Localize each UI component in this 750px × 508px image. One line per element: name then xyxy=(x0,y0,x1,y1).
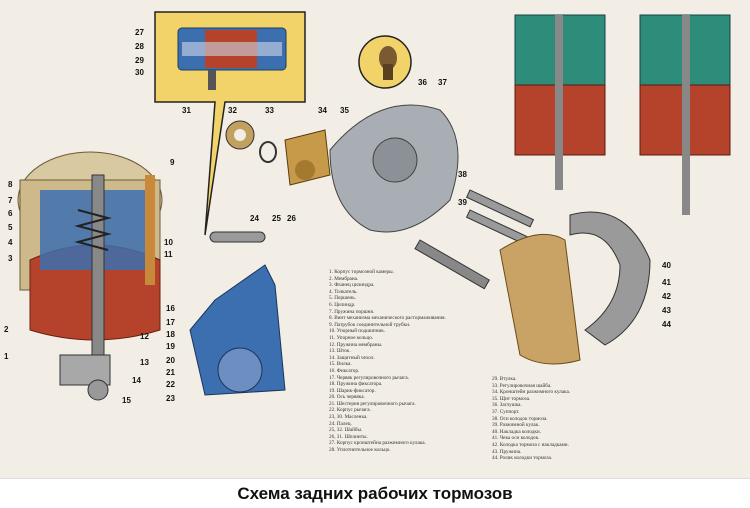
callout-31: 31 xyxy=(182,106,191,115)
legend-item: 43. Пружина. xyxy=(492,448,522,455)
legend-item: 39. Разжимной кулак. xyxy=(492,422,540,429)
legend-item: 40. Накладка колодки. xyxy=(492,428,541,435)
brake-chamber-cutaway xyxy=(17,151,163,401)
legend-item: 17. Червяк регулировочного рычага. xyxy=(329,374,410,381)
callout-8: 8 xyxy=(8,180,13,189)
legend-item: 13. Шток. xyxy=(329,348,351,355)
callout-14: 14 xyxy=(132,376,141,385)
callout-3: 3 xyxy=(8,254,13,263)
legend-item: 35. Щит тормоза. xyxy=(492,395,531,402)
legend-item: 37. Суппорт. xyxy=(492,408,520,415)
legend-item: 11. Упорное кольцо. xyxy=(329,334,374,341)
legend-item: 38. Оси колодок тормоза. xyxy=(492,415,548,422)
legend-item: 2. Мембрана. xyxy=(329,275,359,282)
callout-19: 19 xyxy=(166,342,175,351)
legend-item: 18. Пружина фиксатора. xyxy=(329,381,383,388)
callout-10: 10 xyxy=(164,238,173,247)
shoe-axles xyxy=(414,189,535,290)
legend-item: 28. Уплотнительное кольцо. xyxy=(329,447,391,454)
callout-40: 40 xyxy=(662,261,671,270)
callout-21: 21 xyxy=(166,368,175,377)
callout-9: 9 xyxy=(170,158,175,167)
legend-item: 36. Заглушка. xyxy=(492,402,522,409)
callout-7: 7 xyxy=(8,196,13,205)
callout-23: 23 xyxy=(166,394,175,403)
caption-bar: Схема задних рабочих тормозов xyxy=(0,478,750,508)
legend-item: 10. Упорный подшипник. xyxy=(329,328,386,335)
legend-item: 25, 32. Шайбы. xyxy=(329,427,363,434)
legend-item: 41. Чека оси колодок. xyxy=(492,435,540,442)
spring-chambers xyxy=(514,14,731,215)
legend-item: 19. Шарик-фиксатор. xyxy=(329,387,376,394)
legend-item: 34. Кронштейн разжимного кулака. xyxy=(492,389,571,396)
legend-item: 15. Вилка. xyxy=(329,361,352,368)
brake-diagram xyxy=(17,11,731,401)
callout-17: 17 xyxy=(166,318,175,327)
legend-item: 42. Колодка тормоза с накладками. xyxy=(492,441,569,448)
callout-16: 16 xyxy=(166,304,175,313)
plug-detail xyxy=(358,35,412,89)
callout-36: 36 xyxy=(418,78,427,87)
callout-26: 26 xyxy=(287,214,296,223)
callout-20: 20 xyxy=(166,356,175,365)
callout-2: 2 xyxy=(4,325,9,334)
legend-item: 24. Палец. xyxy=(329,420,352,427)
slack-adjuster xyxy=(189,231,286,396)
caption: Схема задних рабочих тормозов xyxy=(237,483,513,503)
callout-11: 11 xyxy=(164,250,173,259)
callout-42: 42 xyxy=(662,292,671,301)
bracket-parts xyxy=(225,120,331,186)
callout-12: 12 xyxy=(140,332,149,341)
callout-18: 18 xyxy=(166,330,175,339)
callout-22: 22 xyxy=(166,380,175,389)
legend-item: 1. Корпус тормозной камеры. xyxy=(329,269,394,275)
legend-item: 20. Ось червяка. xyxy=(329,394,365,401)
callout-28: 28 xyxy=(135,42,144,51)
legend-item: 16. Фиксатор. xyxy=(329,367,360,374)
callout-15: 15 xyxy=(122,396,131,405)
callout-33: 33 xyxy=(265,106,274,115)
brake-shoe xyxy=(499,211,651,365)
legend-item: 29. Втулка. xyxy=(492,376,517,382)
callout-44: 44 xyxy=(662,320,671,329)
callout-1: 1 xyxy=(4,352,9,361)
callout-27: 27 xyxy=(135,28,144,37)
legend-left: 1. Корпус тормозной камеры.2. Мембрана.3… xyxy=(329,269,489,454)
legend-item: 21. Шестерня регулировочного рычага. xyxy=(329,400,416,407)
legend-item: 33. Регулировочная шайба. xyxy=(492,382,552,389)
legend-item: 12. Пружина мембраны. xyxy=(329,341,383,348)
callout-24: 24 xyxy=(250,214,259,223)
legend-item: 27. Корпус кронштейна разжимного кулака. xyxy=(329,440,426,447)
legend-item: 23, 30. Масленка. xyxy=(329,414,368,421)
legend-item: 4. Толкатель. xyxy=(329,288,358,295)
callout-4: 4 xyxy=(8,238,13,247)
legend-item: 7. Пружина поршня. xyxy=(329,308,375,315)
legend-item: 5. Поршень. xyxy=(329,295,356,302)
callout-38: 38 xyxy=(458,170,467,179)
legend-item: 3. Фланец цилиндра. xyxy=(329,282,375,289)
callout-43: 43 xyxy=(662,306,671,315)
brake-shield xyxy=(329,104,459,233)
callout-5: 5 xyxy=(8,223,13,232)
callout-13: 13 xyxy=(140,358,149,367)
callout-37: 37 xyxy=(438,78,447,87)
legend-item: 22. Корпус рычага. xyxy=(329,407,371,414)
legend-right: 29. Втулка.33. Регулировочная шайба.34. … xyxy=(492,376,642,462)
callout-39: 39 xyxy=(458,198,467,207)
callout-29: 29 xyxy=(135,56,144,65)
callout-35: 35 xyxy=(340,106,349,115)
callout-32: 32 xyxy=(228,106,237,115)
legend-item: 44. Ролик колодки тормоза. xyxy=(492,455,553,462)
legend-item: 8. Винт механизма механического расторма… xyxy=(329,315,446,322)
legend-item: 9. Патрубок соединительной трубки. xyxy=(329,321,411,328)
callout-34: 34 xyxy=(318,106,327,115)
callout-6: 6 xyxy=(8,209,13,218)
legend-item: 14. Защитный чехол. xyxy=(329,354,375,361)
callout-41: 41 xyxy=(662,278,671,287)
callout-30: 30 xyxy=(135,68,144,77)
legend-item: 6. Цилиндр. xyxy=(329,301,356,308)
callout-25: 25 xyxy=(272,214,281,223)
legend-item: 26, 31. Шплинты. xyxy=(329,433,368,440)
inset-bracket-section xyxy=(154,11,306,236)
